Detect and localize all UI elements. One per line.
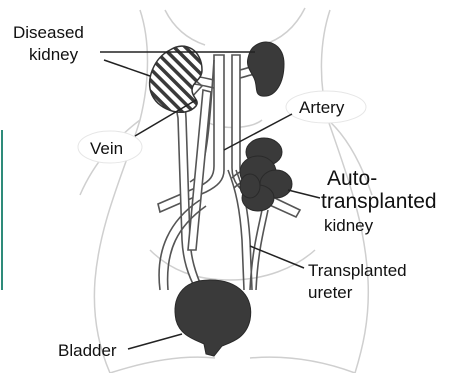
label-vein: Vein (90, 139, 123, 158)
label-autotransplanted-kidney: Auto- transplanted kidney (321, 167, 441, 235)
label-bladder: Bladder (58, 341, 117, 360)
label-artery: Artery (299, 98, 345, 117)
autotransplanted-kidney (240, 138, 292, 211)
bladder (175, 280, 251, 356)
label-transplanted-ureter: Transplanted ureter (308, 261, 411, 302)
right-kidney (247, 42, 284, 96)
diseased-kidney (150, 46, 202, 112)
label-diseased-kidney: Diseased kidney (13, 23, 89, 64)
